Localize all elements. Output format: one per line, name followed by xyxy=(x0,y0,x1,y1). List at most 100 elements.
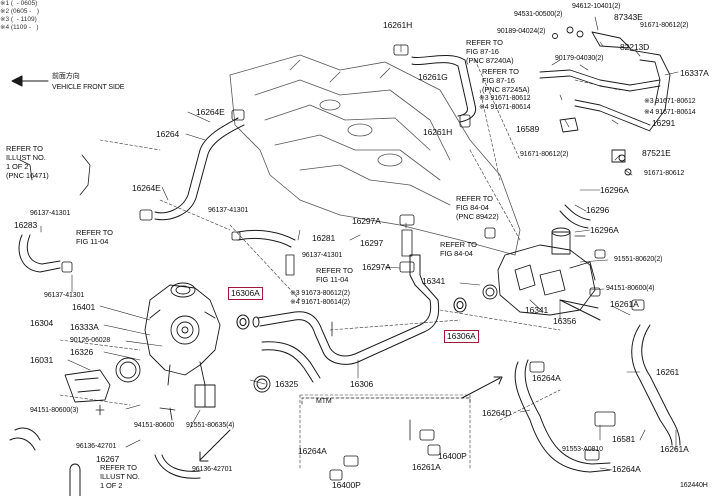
part-16326[interactable]: 16326 xyxy=(70,347,94,357)
hoses xyxy=(9,54,681,496)
part-16333A[interactable]: 16333A xyxy=(70,322,99,332)
part-16261H-top[interactable]: 16261H xyxy=(383,20,413,30)
part-16356[interactable]: 16356 xyxy=(553,316,577,326)
heater-pipe-group xyxy=(539,26,671,176)
part-96137-41301-a[interactable]: 96137-41301 xyxy=(30,210,71,217)
legend-line-3: ※3 ( - 1109) xyxy=(0,16,37,23)
part-16296A-a[interactable]: 16296A xyxy=(600,185,629,195)
leader-lines xyxy=(59,59,621,471)
front-arrow-label-jp: 前面方向 xyxy=(52,73,80,80)
flow-arrows xyxy=(199,299,599,462)
part-87343E[interactable]: 87343E xyxy=(614,12,643,22)
part-16297[interactable]: 16297 xyxy=(360,238,384,248)
part-91671-80612-a[interactable]: 91671-80612(2) xyxy=(640,22,689,29)
part-91671-80612-c[interactable]: ※3 91671-80612 xyxy=(644,98,696,105)
water-bypass-pipe xyxy=(252,254,440,383)
ref-illust-1-of-2: REFER TO ILLUST NO. 1 OF 2 (PNC 16471) xyxy=(6,144,49,180)
part-94151-80600-3[interactable]: 94151-80600(3) xyxy=(30,407,79,414)
part-90189-04024[interactable]: 90189-04024(2) xyxy=(497,28,546,35)
front-arrow-label-en: VEHICLE FRONT SIDE xyxy=(52,84,125,91)
part-16306A-left-highlighted[interactable]: 16306A xyxy=(228,287,263,300)
part-16264A-right[interactable]: 16264A xyxy=(612,464,641,474)
part-16400P-b[interactable]: 16400P xyxy=(332,480,361,490)
part-90126-06028[interactable]: 90126-06028 xyxy=(70,337,111,344)
part-96137-41301-b[interactable]: 96137-41301 xyxy=(208,207,249,214)
part-91671-80614-a[interactable]: ※4 91671-80614 xyxy=(479,104,531,111)
legend-line-2: ※2 (0605 - ) xyxy=(0,8,40,15)
part-96136-42701-b[interactable]: 96136-42701 xyxy=(192,466,233,473)
part-94151-80600-4[interactable]: 94151-80600(4) xyxy=(606,285,655,292)
ref-fig-11-04-b: REFER TO FIG 11-04 xyxy=(316,266,353,284)
gaskets-16306A xyxy=(236,297,467,330)
part-16261[interactable]: 16261 xyxy=(656,367,680,377)
part-16264D[interactable]: 16264D xyxy=(482,408,512,418)
legend-line-4: ※4 (1109 - ) xyxy=(0,24,39,31)
part-16341-b[interactable]: 16341 xyxy=(525,305,549,315)
ref-illust-1-of-2-b: REFER TO ILLUST NO. 1 OF 2 xyxy=(100,463,140,490)
part-91551-80635[interactable]: 91551-80635(4) xyxy=(186,422,235,429)
part-91671-80614-2[interactable]: ※4 91671-80614(2) xyxy=(290,299,350,306)
part-16264[interactable]: 16264 xyxy=(156,129,180,139)
part-16589[interactable]: 16589 xyxy=(516,124,540,134)
part-16304[interactable]: 16304 xyxy=(30,318,54,328)
water-pump-assembly xyxy=(64,282,271,408)
part-16325[interactable]: 16325 xyxy=(275,379,299,389)
part-91671-80614-b[interactable]: ※4 91671-80614 xyxy=(644,109,696,116)
part-91671-80612-e[interactable]: 91671-80612 xyxy=(644,170,685,177)
part-16297A-b[interactable]: 16297A xyxy=(362,262,391,272)
intake-manifold-outline xyxy=(229,54,521,256)
part-91553-A0810[interactable]: 91553-A0810 xyxy=(562,446,603,453)
part-16261G[interactable]: 16261G xyxy=(418,72,448,82)
ref-fig-87-16-a: REFER TO FIG 87-16 (PNC 87240A) xyxy=(466,38,514,65)
part-16581[interactable]: 16581 xyxy=(612,434,636,444)
part-87521E[interactable]: 87521E xyxy=(642,148,671,158)
part-16296A-b[interactable]: 16296A xyxy=(590,225,619,235)
part-16261H-mid[interactable]: 16261H xyxy=(423,127,453,137)
part-91671-80612-b[interactable]: ※3 91671-80612 xyxy=(479,95,531,102)
ref-fig-84-04-b: REFER TO FIG 84-04 xyxy=(440,240,477,258)
part-16306[interactable]: 16306 xyxy=(350,379,374,389)
part-16267[interactable]: 16267 xyxy=(96,454,120,464)
part-16261A-b[interactable]: 16261A xyxy=(660,444,689,454)
part-16264E-top[interactable]: 16264E xyxy=(196,107,225,117)
part-16291[interactable]: 16291 xyxy=(652,118,676,128)
part-91551-80620[interactable]: 91551-80620(2) xyxy=(614,256,663,263)
mtm-bracket xyxy=(301,397,471,405)
solid-leaders xyxy=(40,16,679,471)
part-16306A-right-highlighted[interactable]: 16306A xyxy=(444,330,479,343)
part-16264A-mid[interactable]: 16264A xyxy=(532,373,561,383)
part-94151-80600[interactable]: 94151-80600 xyxy=(134,422,175,429)
part-82213D[interactable]: 82213D xyxy=(620,42,650,52)
part-16261A-bottom[interactable]: 16261A xyxy=(412,462,441,472)
part-16261A-right[interactable]: 16261A xyxy=(610,299,639,309)
clamps-and-bolts xyxy=(19,44,645,481)
part-16297A[interactable]: 16297A xyxy=(352,216,381,226)
part-16281[interactable]: 16281 xyxy=(312,233,336,243)
front-direction-arrow xyxy=(11,75,49,87)
figure-code: 162440H xyxy=(680,482,708,489)
legend-line-1: ※1 ( - 0605) xyxy=(0,0,38,7)
part-90179-04030[interactable]: 90179-04030(2) xyxy=(555,55,604,62)
part-16283[interactable]: 16283 xyxy=(14,220,38,230)
part-91673-80612[interactable]: ※3 91673-80612(2) xyxy=(290,290,350,297)
water-outlet-assembly xyxy=(482,227,596,316)
part-96137-41301-c[interactable]: 96137-41301 xyxy=(302,252,343,259)
part-96136-42701-a[interactable]: 96136-42701 xyxy=(76,443,117,450)
ref-fig-87-16-b: REFER TO FIG 87-16 (PNC 87245A) xyxy=(482,67,530,94)
part-16341-a[interactable]: 16341 xyxy=(422,276,446,286)
ref-fig-11-04-a: REFER TO FIG 11-04 xyxy=(76,228,113,246)
part-16401[interactable]: 16401 xyxy=(72,302,96,312)
part-94531-00500[interactable]: 94531-00500(2) xyxy=(514,11,563,18)
part-91671-80612-d[interactable]: 91671-80612(2) xyxy=(520,151,569,158)
part-16296[interactable]: 16296 xyxy=(586,205,610,215)
part-16031[interactable]: 16031 xyxy=(30,355,54,365)
part-16400P-a[interactable]: 16400P xyxy=(438,451,467,461)
part-16264A-low[interactable]: 16264A xyxy=(298,446,327,456)
part-16337A[interactable]: 16337A xyxy=(680,68,709,78)
mtm-label: MTM xyxy=(316,398,332,405)
part-16264E[interactable]: 16264E xyxy=(132,183,161,193)
part-96137-41301-d[interactable]: 96137-41301 xyxy=(44,292,85,299)
part-94612-10401[interactable]: 94612-10401(2) xyxy=(572,3,621,10)
